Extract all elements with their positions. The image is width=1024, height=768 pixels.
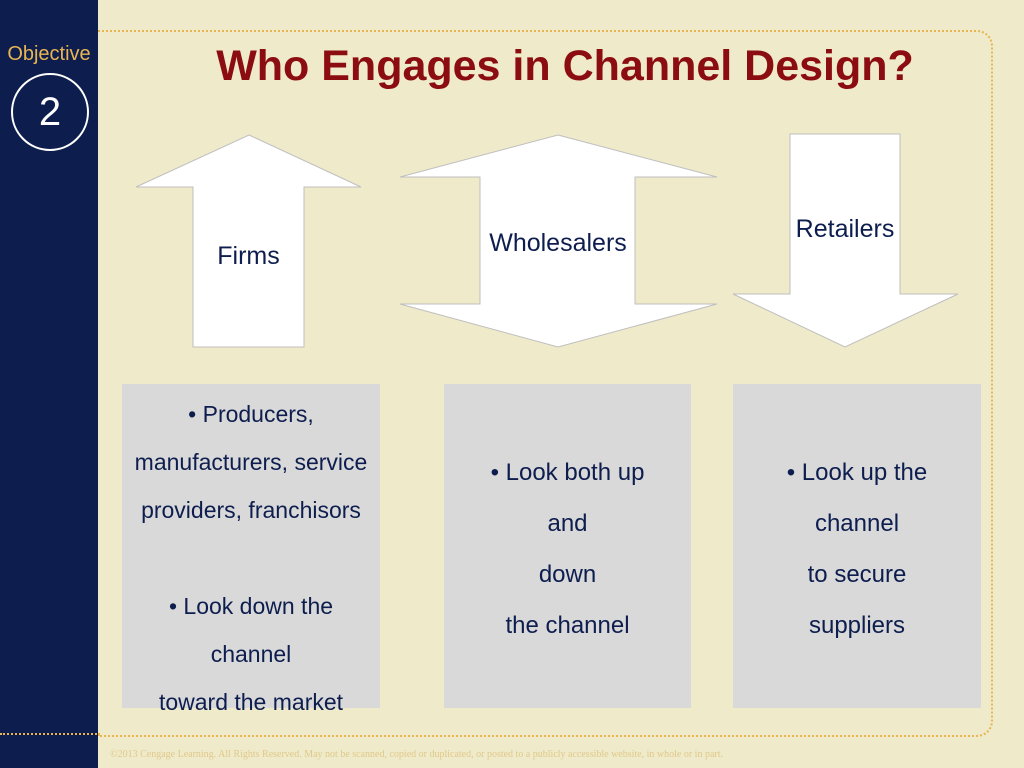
arrow-label-wholesalers: Wholesalers [489,229,627,257]
box-line: toward the market [158,689,344,715]
box-line: • Look both up [490,459,645,486]
box-line-spacer [122,534,380,582]
dotted-divider [0,733,100,735]
arrow-label-retailers: Retailers [795,215,895,243]
box-line: manufacturers, service [134,449,368,475]
box-line: channel [210,641,292,667]
box-line: • Look up the [786,459,928,486]
objective-label: Objective [7,43,91,65]
page-title: Who Engages in Channel Design? [216,42,914,90]
box-line: and [547,510,588,537]
arrow-label-firms: Firms [217,242,280,270]
retailers-description-box: • Look up the channel to secure supplier… [733,384,981,708]
dotted-frame [98,30,993,737]
box-line: channel [814,510,900,537]
double-arrow-shape [399,134,718,348]
down-arrow-shape [732,133,959,348]
box-line: suppliers [808,612,906,639]
box-line: to secure [807,561,907,588]
box-line: • Look down the [168,593,334,619]
copyright-footer: ©2013 Cengage Learning. All Rights Reser… [110,749,723,760]
up-arrow-shape [135,134,362,348]
firms-description-box: • Producers, manufacturers, service prov… [122,384,380,715]
box-line: • Producers, [188,401,314,427]
objective-number-badge: 2 [11,73,89,151]
box-line: down [538,561,597,588]
box-line: providers, franchisors [141,497,361,523]
wholesalers-description-box: • Look both up and down the channel [444,384,691,708]
box-line: the channel [505,612,630,639]
